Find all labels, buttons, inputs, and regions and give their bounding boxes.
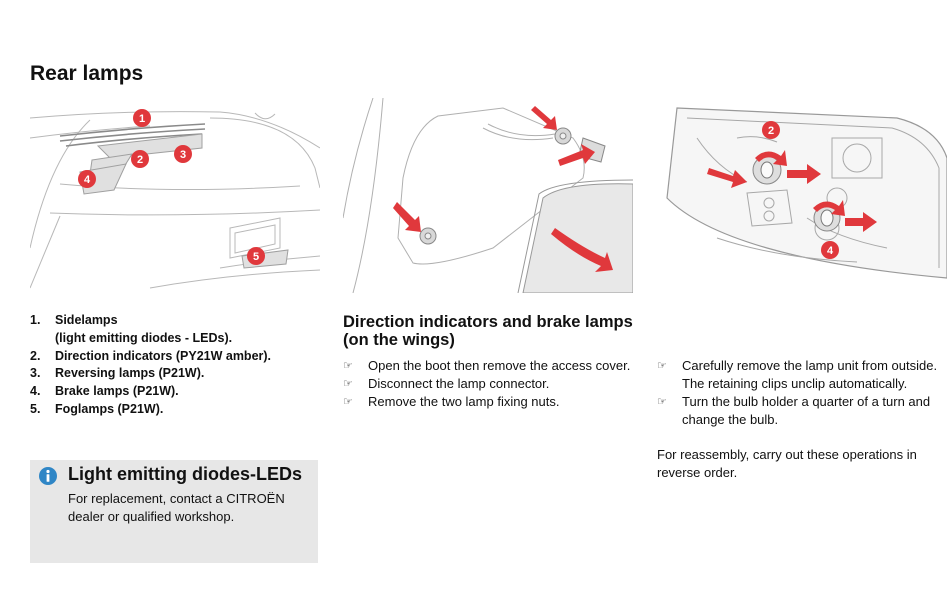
list-item: ☞Remove the two lamp fixing nuts. — [343, 394, 560, 409]
list-item: 3.Reversing lamps (P21W). — [30, 366, 205, 381]
callout-label-5: 5 — [253, 251, 259, 263]
lamp-unit-illustration: 2 4 — [657, 98, 947, 293]
info-title: Light emitting diodes-LEDs — [68, 464, 302, 484]
list-item: 5.Foglamps (P21W). — [30, 401, 164, 416]
lamp-callout-label-2: 2 — [768, 125, 774, 137]
list-item: 1.Sidelamps (light emitting diodes - LED… — [30, 313, 233, 345]
bullet-list-left: ☞Open the boot then remove the access co… — [343, 357, 633, 411]
rear-view-illustration: 1 2 3 4 5 — [30, 98, 320, 293]
lamp-list: 1.Sidelamps (light emitting diodes - LED… — [30, 312, 271, 419]
callout-label-2: 2 — [137, 154, 143, 166]
list-item: ☞Turn the bulb holder a quarter of a tur… — [657, 394, 931, 427]
page-title: Rear lamps — [30, 62, 144, 85]
section-heading: Direction indicators and brake lamps (on… — [343, 313, 633, 349]
callout-label-1: 1 — [139, 113, 145, 125]
info-text: For replacement, contact a CITROËN deale… — [68, 491, 285, 524]
info-box: Light emitting diodes-LEDs For replaceme… — [30, 460, 318, 563]
pointing-hand-icon: ☞ — [657, 360, 667, 372]
pointing-hand-icon: ☞ — [343, 396, 353, 408]
lamp-callout-label-4: 4 — [827, 245, 834, 257]
pointing-hand-icon: ☞ — [343, 360, 353, 372]
list-item: 2.Direction indicators (PY21W amber). — [30, 348, 272, 363]
lamp-callout-markers — [762, 121, 839, 259]
list-item: 4.Brake lamps (P21W). — [30, 384, 179, 399]
reassembly-note: For reassembly, carry out these operatio… — [657, 447, 917, 480]
callout-label-4: 4 — [84, 174, 91, 186]
callout-label-3: 3 — [180, 149, 186, 161]
list-item: ☞Carefully remove the lamp unit from out… — [657, 358, 938, 391]
info-icon — [39, 467, 57, 485]
list-item: ☞Open the boot then remove the access co… — [343, 358, 631, 373]
callout-markers — [78, 109, 265, 265]
pointing-hand-icon: ☞ — [657, 396, 667, 408]
bullet-list-right: ☞Carefully remove the lamp unit from out… — [657, 357, 947, 429]
list-item: ☞Disconnect the lamp connector. — [343, 376, 550, 391]
pointing-hand-icon: ☞ — [343, 378, 353, 390]
boot-access-illustration — [343, 98, 633, 293]
